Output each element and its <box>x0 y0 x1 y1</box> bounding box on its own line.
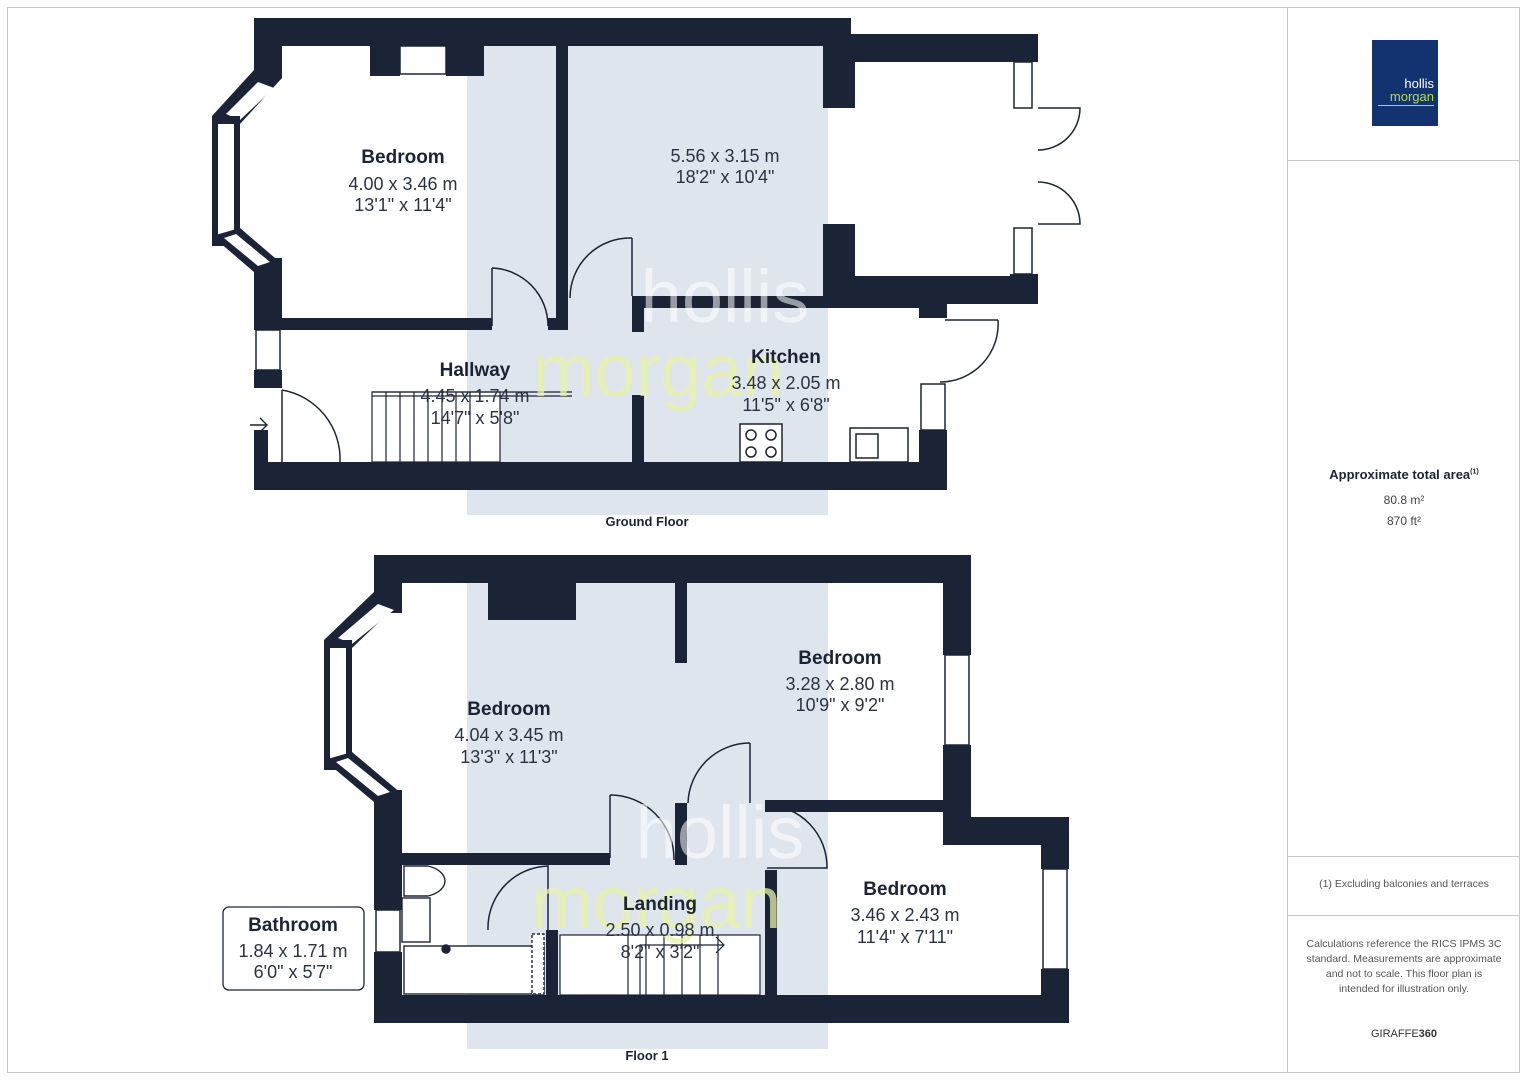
area-title: Approximate total area(1) <box>1329 467 1479 482</box>
logo-line2: morgan <box>1389 89 1434 104</box>
room-imperial: 10'9" x 9'2" <box>796 695 885 715</box>
ground-stairs <box>371 391 572 463</box>
bathroom-label-box <box>222 906 365 991</box>
giraffe360-brand: GIRAFFE360 <box>1370 1028 1438 1040</box>
room-metric: 5.56 x 3.15 m <box>670 146 779 166</box>
sidebar: hollis morgan Approximate total area(1) … <box>1287 7 1520 1073</box>
room-metric: 4.00 x 3.46 m <box>348 174 457 194</box>
ground-floor-walls <box>254 18 1038 490</box>
first-stairs <box>559 934 761 996</box>
disclaimer: Calculations reference the RICS IPMS 3C … <box>1306 938 1502 995</box>
room-metric: 1.84 x 1.71 m <box>238 941 347 961</box>
footnote: (1) Excluding balconies and terraces <box>1319 878 1489 890</box>
bathroom-fixtures <box>401 865 545 995</box>
room-name: Landing <box>623 894 697 915</box>
room-metric: 3.46 x 2.43 m <box>850 905 959 925</box>
floor-label-ground: Ground Floor <box>605 514 688 529</box>
entry-arrow-icon <box>250 417 268 433</box>
room-imperial: 18'2" x 10'4" <box>676 167 775 187</box>
divider <box>1288 915 1520 916</box>
first-floor-walls <box>374 555 1069 1023</box>
room-name: Bedroom <box>798 648 881 669</box>
brand-logo: hollis morgan <box>1372 40 1438 126</box>
area-m2: 80.8 m² <box>1383 493 1425 507</box>
room-imperial: 11'5" x 6'8" <box>742 395 829 415</box>
fireplace <box>399 45 447 75</box>
room-name: Hallway <box>440 360 511 381</box>
room-name: Bedroom <box>361 147 444 168</box>
room-name: Bathroom <box>248 915 338 936</box>
logo-line1: hollis <box>1404 76 1434 91</box>
divider <box>1288 160 1520 161</box>
kitchen-hob <box>739 423 783 463</box>
floor-label-first: Floor 1 <box>625 1048 668 1063</box>
watermark-hollis-ground: hollis <box>641 255 810 338</box>
room-metric: 2.50 x 0.98 m <box>605 920 714 940</box>
kitchen-sink <box>849 427 909 463</box>
room-name: Bedroom <box>863 879 946 900</box>
ground-bay-window <box>212 70 282 272</box>
first-doors <box>487 742 828 931</box>
room-metric: 3.48 x 2.05 m <box>731 373 840 393</box>
room-imperial: 14'7" x 5'8" <box>431 408 520 428</box>
room-imperial: 6'0" x 5'7" <box>254 962 333 982</box>
room-imperial: 8'2" x 3'2" <box>621 942 700 962</box>
ground-doors <box>281 107 1081 463</box>
ground-rear-windows <box>255 61 1033 431</box>
room-imperial: 11'4" x 7'11" <box>857 927 953 947</box>
room-name: Kitchen <box>751 347 821 368</box>
watermark-morgan-ground: morgan <box>533 329 784 412</box>
watermark-hollis-first: hollis <box>636 791 805 874</box>
first-windows <box>375 654 1068 970</box>
watermark-morgan-first: morgan <box>531 861 782 944</box>
room-name: Bedroom <box>467 699 550 720</box>
room-metric: 4.45 x 1.74 m <box>420 386 529 406</box>
area-ft2: 870 ft² <box>1386 514 1422 528</box>
room-imperial: 13'1" x 11'4" <box>354 195 451 215</box>
room-metric: 4.04 x 3.45 m <box>454 725 563 745</box>
room-metric: 3.28 x 2.80 m <box>785 674 894 694</box>
page-frame <box>7 7 1520 1073</box>
logo-underline <box>1378 105 1434 106</box>
room-imperial: 13'3" x 11'3" <box>460 747 557 767</box>
first-bay-window <box>324 592 402 802</box>
divider <box>1288 856 1520 857</box>
